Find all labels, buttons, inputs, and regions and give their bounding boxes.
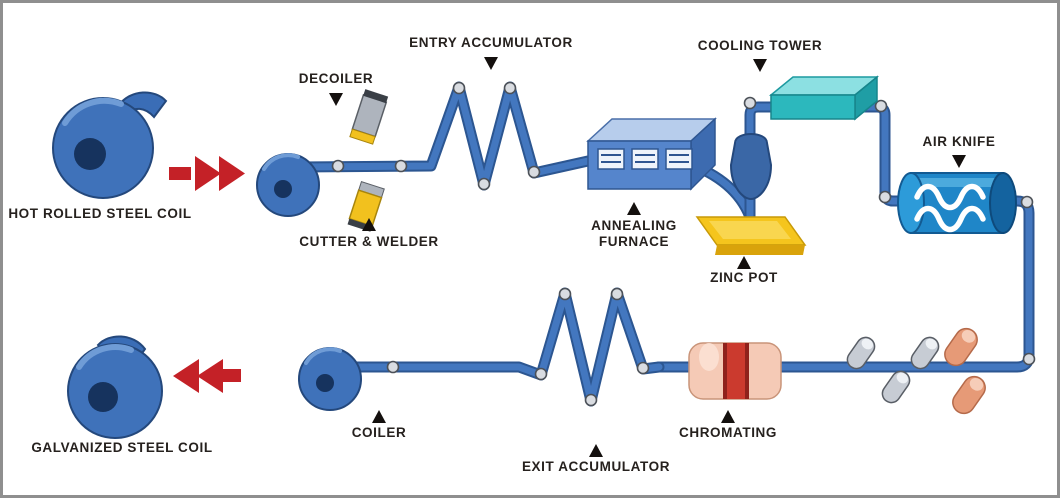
chromating-highlight (699, 343, 719, 371)
tower-front-face (770, 94, 856, 120)
zinc-pot (695, 216, 807, 255)
galvanized-coil (67, 335, 163, 439)
labels: HOT ROLLED STEEL COIL DECOILER CUTTER & … (8, 35, 995, 474)
pot-front-edge (715, 245, 805, 255)
roller-icon (394, 159, 408, 173)
guide-rollers (331, 81, 1036, 407)
flow-arrow-left-icon (173, 359, 241, 393)
coil-hole (74, 138, 106, 170)
coiler-coil (298, 347, 362, 411)
coil-hole (274, 180, 292, 198)
air-knife-cap-left (897, 172, 925, 234)
coil-highlight (76, 344, 134, 370)
coiler-marker-icon (372, 410, 386, 423)
chromating-marker-icon (721, 410, 735, 423)
furnace-window (597, 148, 625, 170)
hot-rolled-coil (52, 91, 168, 199)
annealing-furnace (586, 117, 717, 191)
roller-icon (527, 165, 541, 179)
roller-icon (503, 81, 517, 95)
exit-accumulator-marker-icon (589, 444, 603, 457)
roller-icon (386, 360, 400, 374)
annealing-furnace-marker-icon (627, 202, 641, 215)
chromating-red-band (723, 343, 749, 399)
roller-icon (584, 393, 598, 407)
galvanized-coil-label: GALVANIZED STEEL COIL (31, 440, 212, 455)
cutter-welder-label: CUTTER & WELDER (299, 234, 439, 249)
coil-highlight (304, 347, 342, 365)
wiping-nozzle (729, 133, 773, 201)
chromating-label: CHROMATING (679, 425, 777, 440)
roller-icon (743, 96, 757, 110)
coil-highlight (262, 153, 300, 171)
decoiler-marker-icon (329, 93, 343, 106)
pink-roller-icon (952, 375, 986, 415)
zinc-pot-marker-icon (737, 256, 751, 269)
grey-roller-icon (910, 336, 940, 370)
cutter-welder-marker-icon (362, 218, 376, 231)
air-knife-device (897, 172, 1017, 234)
cutter-welder-device (347, 89, 389, 232)
decoiler-label: DECOILER (299, 71, 374, 86)
pink-roller-icon (944, 327, 978, 367)
decoiler-coil (256, 153, 320, 217)
air-knife-marker-icon (952, 155, 966, 168)
cooling-tower-marker-icon (753, 59, 767, 72)
roller-icon (534, 367, 548, 381)
air-knife-cap-right (989, 172, 1017, 234)
furnace-window (631, 148, 659, 170)
air-wave-icon (914, 205, 986, 233)
roller-icon (878, 190, 892, 204)
zinc-pot-label: ZINC POT (710, 270, 778, 285)
furnace-window (665, 148, 693, 170)
cooling-tower-label: COOLING TOWER (698, 38, 823, 53)
grey-roller-icon (846, 336, 876, 370)
roller-icon (636, 361, 650, 375)
annealing-furnace-label-line2: FURNACE (599, 234, 669, 249)
exit-accumulator-label: EXIT ACCUMULATOR (522, 459, 670, 474)
galvanizing-line-diagram: HOT ROLLED STEEL COIL DECOILER CUTTER & … (8, 35, 1036, 474)
roller-icon (558, 287, 572, 301)
coil-hole (88, 382, 118, 412)
coil-hole (316, 374, 334, 392)
roller-icon (610, 287, 624, 301)
annealing-furnace-label-line1: ANNEALING (591, 218, 677, 233)
grey-roller-icon (881, 370, 911, 404)
coiler-label: COILER (352, 425, 407, 440)
hot-rolled-coil-label: HOT ROLLED STEEL COIL (8, 206, 191, 221)
entry-accumulator-label: ENTRY ACCUMULATOR (409, 35, 573, 50)
air-wave-icon (914, 183, 986, 211)
coil-highlight (62, 97, 124, 126)
air-knife-label: AIR KNIFE (923, 134, 996, 149)
pot-inner (709, 221, 791, 239)
cutter-upper-blade (349, 89, 389, 145)
roller-icon (874, 99, 888, 113)
finishing-rollers (846, 327, 986, 415)
roller-icon (477, 177, 491, 191)
entry-accumulator-marker-icon (484, 57, 498, 70)
air-knife-shine (911, 178, 1003, 187)
roller-icon (1022, 352, 1036, 366)
roller-icon (452, 81, 466, 95)
chromating-unit (688, 342, 782, 400)
flow-arrow-right-icon (169, 156, 245, 191)
cooling-tower (768, 75, 880, 121)
roller-icon (1020, 195, 1034, 209)
roller-icon (331, 159, 345, 173)
